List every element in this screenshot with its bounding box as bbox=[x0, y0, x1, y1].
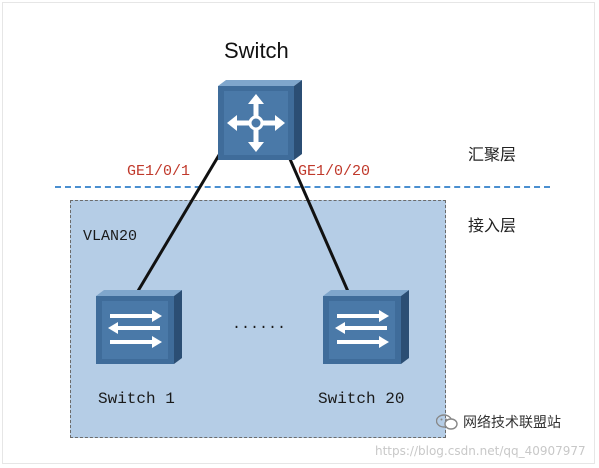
aggregation-layer-label: 汇聚层 bbox=[468, 145, 517, 164]
link-switch-1 bbox=[133, 149, 224, 297]
vlan-label: VLAN20 bbox=[83, 228, 138, 245]
core-switch-label: Switch bbox=[224, 38, 289, 63]
port-label-right: GE1/0/20 bbox=[298, 163, 371, 180]
access-switch-20-icon bbox=[323, 290, 409, 364]
diagram-frame bbox=[2, 2, 595, 464]
port-label-left: GE1/0/1 bbox=[127, 163, 191, 180]
watermark-text: 网络技术联盟站 bbox=[463, 415, 561, 431]
core-switch-icon bbox=[218, 80, 302, 160]
source-url: https://blog.csdn.net/qq_40907977 bbox=[375, 444, 586, 458]
access-switch-1-icon bbox=[96, 290, 182, 364]
link-switch-20 bbox=[284, 149, 352, 297]
switch-20-label: Switch 20 bbox=[318, 390, 405, 408]
watermark: 网络技术联盟站 bbox=[436, 412, 561, 432]
ellipsis: ...... bbox=[232, 316, 287, 333]
wechat-icon bbox=[436, 414, 458, 430]
switch-1-label: Switch 1 bbox=[98, 390, 175, 408]
access-layer-label: 接入层 bbox=[468, 216, 517, 235]
